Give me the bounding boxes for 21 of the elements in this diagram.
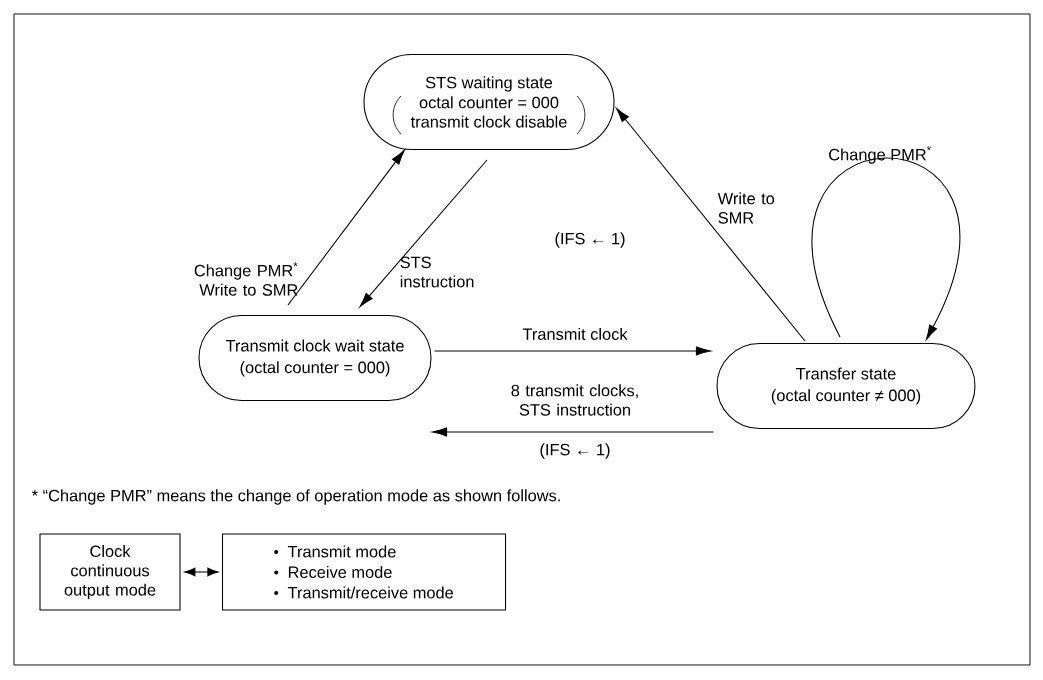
edge-label: 8 transmit clocks, STS instruction xyxy=(511,384,638,416)
edge-label: STS instruction xyxy=(400,256,474,288)
arrow xyxy=(287,149,405,306)
edge-label: Write to SMR xyxy=(717,192,775,224)
mode-box: Transmit mode Receive mode Transmit/receive mode xyxy=(222,533,507,611)
state-box: STS waiting state octal counter = 000 transmit clock disable xyxy=(363,53,615,151)
mode-box: Clock continuous output mode xyxy=(39,533,181,611)
condition-label: (IFS ← 1) xyxy=(540,443,610,459)
edge-label: Change PMR$^{*}$ Write to SMR xyxy=(194,262,298,296)
edge-label: Change PMR$^{*}$ xyxy=(829,146,931,164)
arrow xyxy=(432,427,714,437)
arrow xyxy=(811,157,961,340)
arrow xyxy=(359,159,488,308)
arrow xyxy=(615,107,806,342)
arrow xyxy=(434,346,711,356)
footnote: * “Change PMR” means the change of operation mode as shown follows. xyxy=(31,489,560,505)
edge-label: Transmit clock xyxy=(522,327,628,340)
state-box: Transmit clock wait state (octal counter = 000) xyxy=(198,314,432,402)
arrow xyxy=(184,567,219,577)
state-box: Transfer state (octal counter ≠ 000) xyxy=(716,342,976,430)
condition-label: (IFS ← 1) xyxy=(555,232,625,248)
